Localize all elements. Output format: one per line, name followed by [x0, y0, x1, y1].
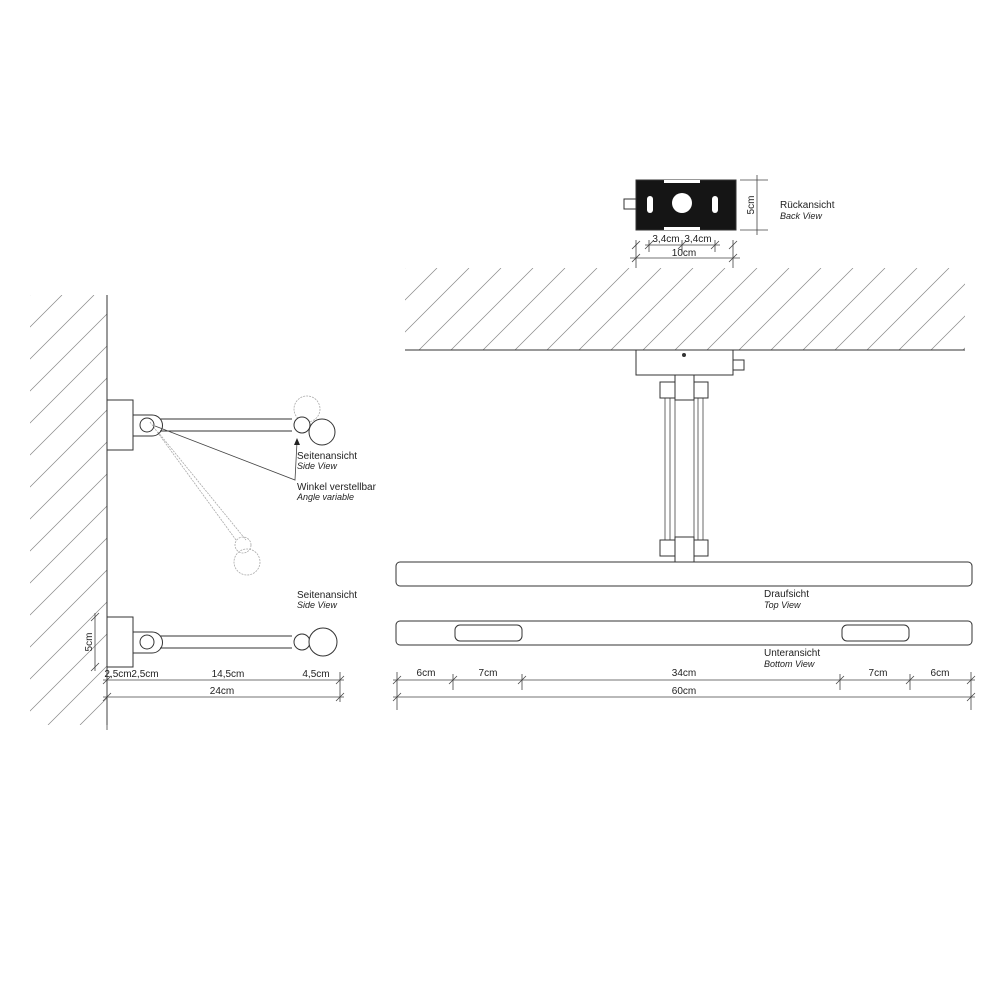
side-height-dimension: 5cm	[84, 612, 100, 672]
side-view-title-de: Seitenansicht	[297, 451, 357, 462]
dimension-tick	[335, 675, 345, 685]
hatch-line	[610, 268, 694, 350]
dimension-tick	[966, 675, 976, 685]
hatch-line	[405, 268, 438, 301]
hatch-line	[30, 601, 107, 680]
bottom-view-title-de: Unteransicht	[764, 648, 820, 659]
dimension-tick	[335, 692, 345, 702]
dim-end-left: 6cm	[417, 668, 436, 679]
hatch-line	[482, 268, 566, 350]
dimension-tick	[102, 692, 112, 702]
hatch-line	[79, 697, 107, 725]
side-view-fixture	[106, 616, 338, 668]
back-height-label: 5cm	[746, 196, 757, 215]
dimension-tick	[392, 675, 402, 685]
dimension-tick	[392, 692, 402, 702]
dimension-tick	[448, 675, 458, 685]
ceiling-hatch	[405, 268, 1000, 350]
hatch-line	[738, 268, 822, 350]
hatch-line	[514, 268, 598, 350]
hatch-line	[866, 268, 950, 350]
hatch-line	[112, 295, 542, 725]
bottom-view-title-en: Bottom View	[764, 659, 815, 669]
side-view-title-en: Side View	[297, 461, 337, 471]
dimension-tick	[835, 675, 845, 685]
hatch-line	[30, 537, 107, 616]
hatch-line	[418, 268, 502, 350]
hatch-line	[208, 295, 638, 725]
dimension-tick	[905, 675, 915, 685]
hatch-line	[240, 295, 670, 725]
back-view-title-en: Back View	[780, 211, 822, 221]
hatch-line	[546, 268, 630, 350]
hatch-line	[30, 633, 107, 712]
back-width-label: 10cm	[672, 248, 696, 259]
bottom-view-bar	[395, 620, 973, 646]
angle-note-de: Winkel verstellbar	[297, 482, 377, 493]
hatch-line	[674, 268, 758, 350]
hatch-line	[578, 268, 662, 350]
hatch-line	[834, 268, 918, 350]
hatch-line	[405, 268, 406, 269]
hatch-line	[30, 295, 95, 360]
hatch-line	[30, 313, 107, 392]
top-view-fixture	[395, 349, 973, 587]
bottom-view-dimensions: 6cm 7cm 34cm 7cm 6cm 60cm	[392, 668, 976, 710]
dimension-tick	[728, 240, 738, 250]
back-offset-left: 3,4cm	[652, 234, 679, 245]
dim-slot-left: 7cm	[479, 668, 498, 679]
dimension-tick	[710, 240, 720, 250]
hatch-line	[642, 268, 726, 350]
dimension-tick	[631, 253, 641, 263]
hatch-line	[30, 473, 107, 552]
dimension-tick	[677, 240, 687, 250]
top-view-title-de: Draufsicht	[764, 589, 809, 600]
top-view-title-en: Top View	[764, 600, 801, 610]
dim-slot-right: 7cm	[869, 668, 888, 679]
side-width-dimensions: 2,5cm 2,5cm 14,5cm 4,5cm 24cm	[102, 669, 345, 730]
hatch-line	[450, 268, 534, 350]
hatch-line	[995, 268, 1000, 350]
angle-note-en: Angle variable	[296, 492, 354, 502]
hatch-line	[706, 268, 790, 350]
dim-total-depth: 24cm	[210, 686, 234, 697]
dim-head: 4,5cm	[302, 669, 329, 680]
side-height-label: 5cm	[84, 633, 95, 652]
dimension-tick	[517, 675, 527, 685]
hatch-line	[30, 295, 31, 296]
hatch-line	[30, 441, 107, 520]
side-view-2-title-en: Side View	[297, 600, 337, 610]
hatch-line	[144, 295, 574, 725]
hatch-line	[405, 268, 470, 333]
dim-center: 34cm	[672, 668, 696, 679]
dim-end-right: 6cm	[931, 668, 950, 679]
hatch-line	[176, 295, 606, 725]
hatch-line	[930, 315, 965, 350]
dim-bracket: 2,5cm	[104, 669, 131, 680]
dimension-tick	[102, 675, 112, 685]
dim-joint: 2,5cm	[131, 669, 158, 680]
hatch-line	[30, 295, 63, 328]
hatch-line	[30, 569, 107, 648]
hatch-line	[802, 268, 886, 350]
dimension-tick	[631, 240, 641, 250]
dimension-tick	[966, 692, 976, 702]
hatch-line	[898, 283, 965, 350]
hatch-line	[962, 347, 965, 350]
dim-arm: 14,5cm	[212, 669, 245, 680]
dimension-tick	[644, 240, 654, 250]
dimension-tick	[728, 253, 738, 263]
back-offset-right: 3,4cm	[684, 234, 711, 245]
dim-total-length: 60cm	[672, 686, 696, 697]
back-view-plate	[623, 179, 737, 231]
hatch-line	[770, 268, 854, 350]
side-view-2-title-de: Seitenansicht	[297, 590, 357, 601]
back-view-dimensions: 5cm 3,4cm 3,4cm 10cm	[630, 175, 768, 268]
side-view-adjustable-fixture	[106, 395, 336, 576]
back-view-title-de: Rückansicht	[780, 200, 835, 211]
hatch-line	[30, 505, 107, 584]
hatch-line	[30, 345, 107, 424]
wall-hatch	[30, 295, 670, 725]
